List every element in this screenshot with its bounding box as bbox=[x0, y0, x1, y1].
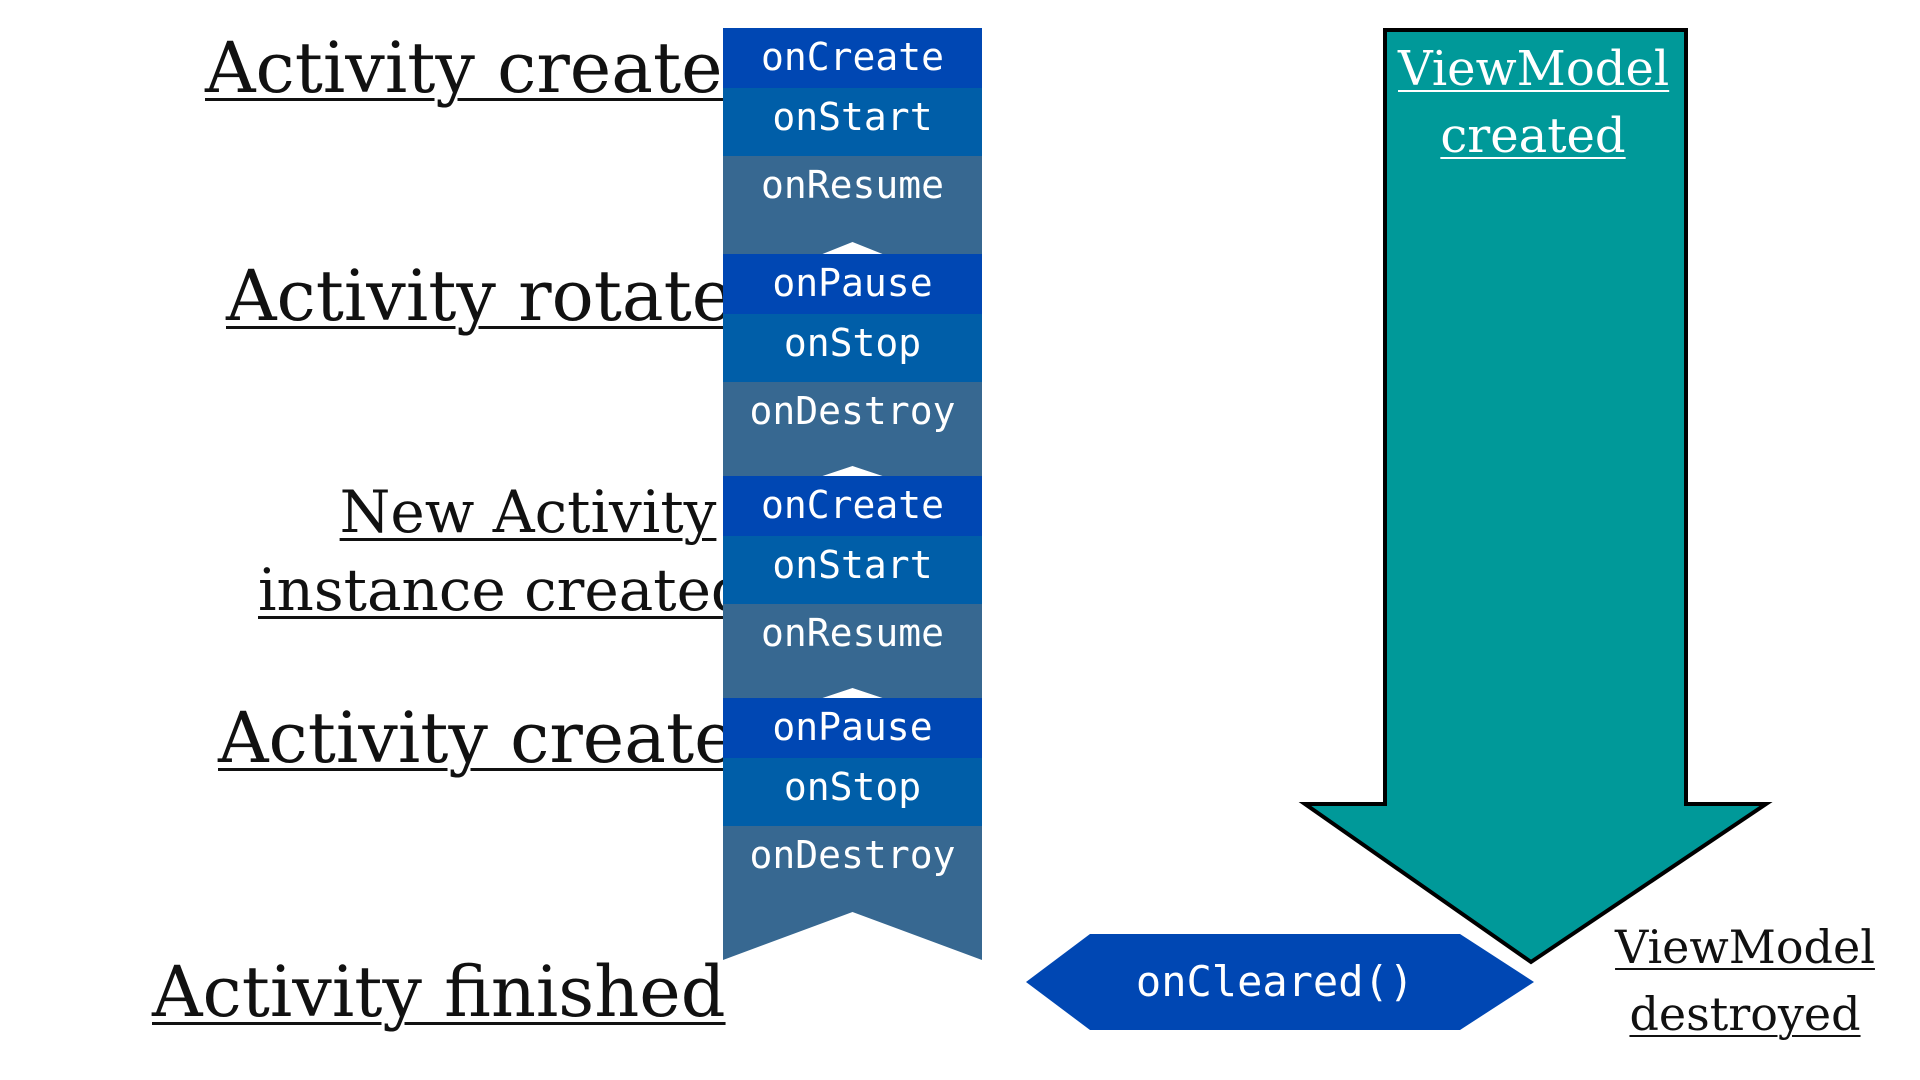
event-block-on-pause-2 bbox=[723, 254, 982, 314]
event-label-on-create-1: onCreate bbox=[761, 35, 944, 79]
event-label-on-destroy-2: onDestroy bbox=[750, 389, 956, 433]
event-label-on-destroy-4: onDestroy bbox=[750, 833, 956, 877]
event-block-on-destroy-2 bbox=[723, 382, 982, 476]
event-block-on-pause-4 bbox=[723, 698, 982, 758]
lifecycle-column: onCreate onStart onResume onPause onStop onDe… bbox=[723, 28, 982, 960]
label-new-activity-instance: New Activity instance created bbox=[258, 478, 748, 625]
event-label-on-create-3: onCreate bbox=[761, 483, 944, 527]
on-cleared-callback: onCleared() bbox=[1026, 934, 1534, 1030]
label-activity-created-2: Activity created bbox=[218, 697, 781, 779]
label-activity-rotated: Activity rotated bbox=[226, 255, 778, 337]
event-label-on-start-3: onStart bbox=[772, 543, 932, 587]
event-label-on-pause-4: onPause bbox=[772, 705, 932, 749]
viewmodel-destroyed-line2: destroyed bbox=[1629, 986, 1861, 1041]
label-activity-finished: Activity finished bbox=[152, 951, 726, 1033]
event-label-on-start-1: onStart bbox=[772, 95, 932, 139]
event-block-on-resume-3 bbox=[723, 604, 982, 698]
label-new-activity-line2: instance created bbox=[258, 555, 749, 624]
event-label-on-stop-2: onStop bbox=[784, 321, 921, 365]
event-label-on-resume-3: onResume bbox=[761, 611, 944, 655]
event-block-on-resume-1 bbox=[723, 156, 982, 254]
viewmodel-destroyed-label: ViewModel destroyed bbox=[1600, 914, 1890, 1047]
viewmodel-created-label: ViewModel created bbox=[1398, 36, 1670, 170]
event-block-on-start-1 bbox=[723, 88, 982, 156]
event-block-on-create-3 bbox=[723, 476, 982, 536]
on-cleared-label: onCleared() bbox=[1136, 957, 1414, 1006]
event-block-on-stop-4 bbox=[723, 758, 982, 826]
viewmodel-scope-arrow bbox=[1298, 28, 1773, 965]
event-block-on-create-1 bbox=[723, 28, 982, 88]
label-new-activity-line1: New Activity bbox=[339, 478, 717, 546]
viewmodel-created-line1: ViewModel bbox=[1398, 41, 1670, 97]
label-activity-created-1: Activity created bbox=[205, 27, 768, 109]
viewmodel-created-line2: created bbox=[1440, 108, 1626, 165]
event-block-on-stop-2 bbox=[723, 314, 982, 382]
event-label-on-pause-2: onPause bbox=[772, 261, 932, 305]
event-label-on-stop-4: onStop bbox=[784, 765, 921, 809]
viewmodel-destroyed-line1: ViewModel bbox=[1615, 920, 1875, 974]
event-label-on-resume-1: onResume bbox=[761, 163, 944, 207]
on-cleared-hexagon bbox=[1026, 934, 1534, 1030]
event-block-on-start-3 bbox=[723, 536, 982, 604]
event-block-on-destroy-4 bbox=[723, 826, 982, 960]
